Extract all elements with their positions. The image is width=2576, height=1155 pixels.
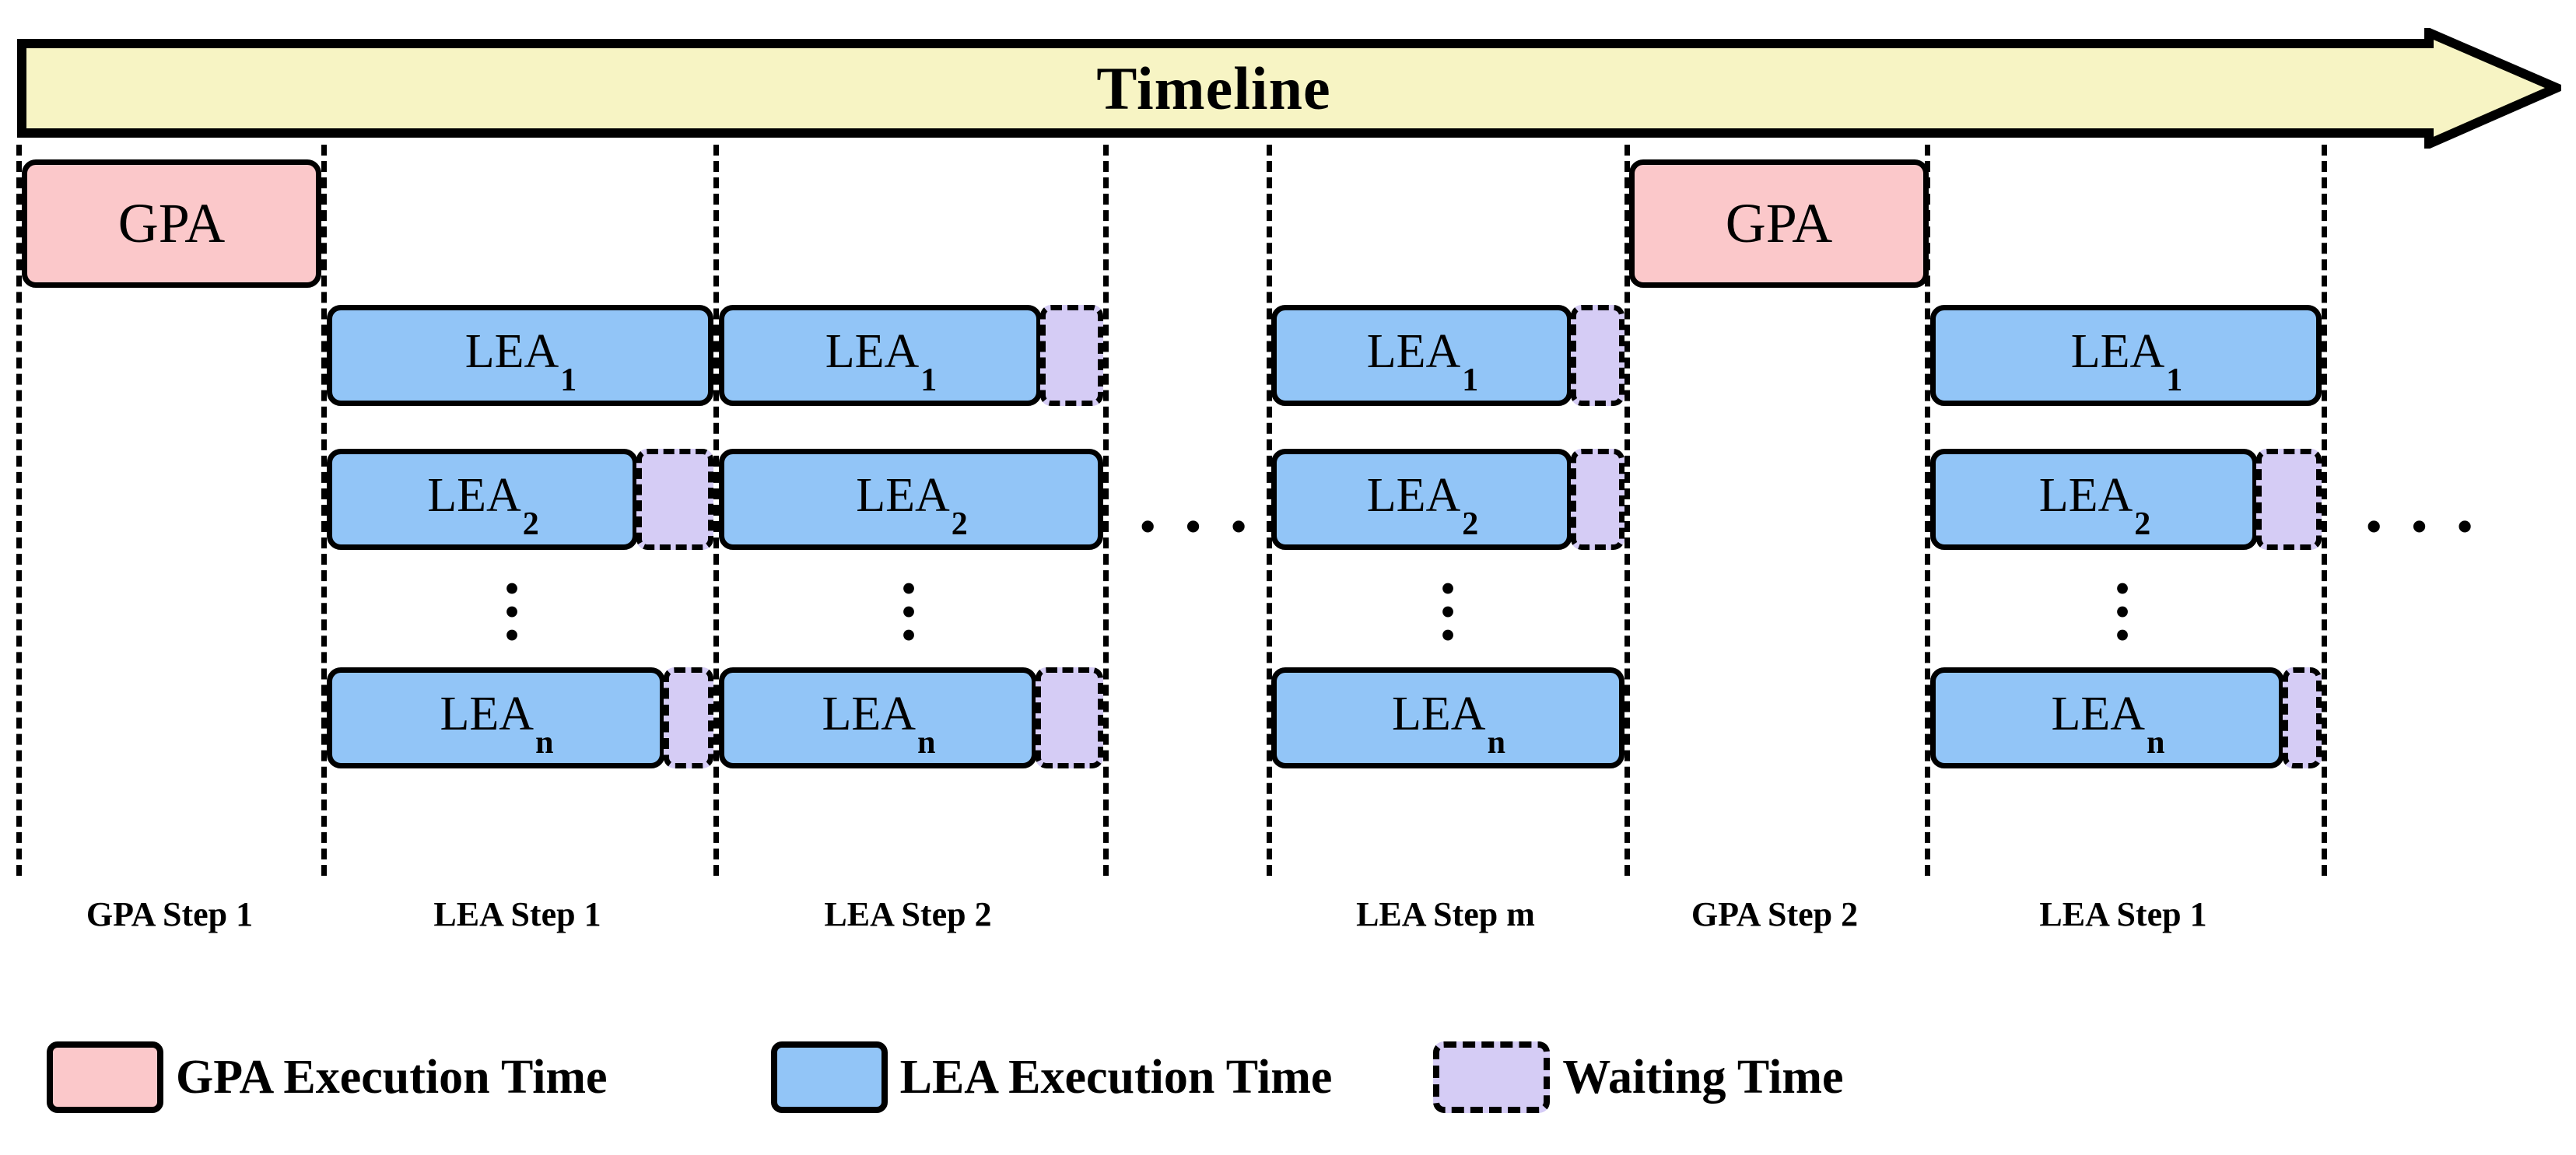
lea-subscript: 2: [2134, 506, 2151, 542]
waiting-block-s1b-r2[interactable]: [2256, 449, 2322, 550]
column-divider-0: [16, 145, 22, 876]
timeline-arrow: [17, 28, 2561, 149]
lea-block-label: LEA1: [825, 325, 938, 398]
waiting-block-s2-r1[interactable]: [1040, 305, 1103, 406]
waiting-block-sm-r2[interactable]: [1571, 449, 1624, 550]
column-divider-6: [1925, 145, 1930, 876]
step-label-gpa-step-1: GPA Step 1: [86, 895, 254, 933]
lea-block-label: LEAn: [822, 688, 936, 761]
lea-block-label: LEAn: [1392, 688, 1505, 761]
lea-block-s1b-rn[interactable]: LEAn: [1930, 667, 2284, 768]
step-label-lea-step-1: LEA Step 1: [433, 895, 601, 933]
legend-label-waiting: Waiting Time: [1562, 1050, 1844, 1104]
lea-subscript: n: [917, 724, 936, 761]
lea-block-s1b-r1[interactable]: LEA1: [1930, 305, 2322, 406]
legend-swatch-lea-icon: [770, 1041, 888, 1113]
waiting-block-s1b-rn[interactable]: [2283, 667, 2322, 768]
column-divider-1: [321, 145, 327, 876]
lea-block-label: LEA2: [1366, 469, 1479, 542]
lea-block-sm-rn[interactable]: LEAn: [1271, 667, 1624, 768]
gpa-block-label: GPA: [1725, 192, 1833, 254]
step-label-gpa-step-2: GPA Step 2: [1691, 895, 1859, 933]
lea-block-s1-r1[interactable]: LEA1: [327, 305, 713, 406]
lea-subscript: n: [2147, 724, 2165, 761]
waiting-block-s2-rn[interactable]: [1036, 667, 1103, 768]
horizontal-ellipsis-mid: • • •: [1139, 499, 1256, 554]
lea-block-s2-r1[interactable]: LEA1: [719, 305, 1042, 406]
vertical-ellipsis-s1: • • •: [503, 563, 520, 661]
step-label-lea-step-1-repeat: LEA Step 1: [2039, 895, 2207, 933]
vertical-ellipsis-s1b: • • •: [2114, 563, 2131, 661]
vertical-ellipsis-sm: • • •: [1439, 563, 1456, 661]
column-divider-2: [713, 145, 719, 876]
lea-subscript: 1: [1462, 362, 1479, 398]
step-label-lea-step-2: LEA Step 2: [824, 895, 992, 933]
waiting-block-s1-r2[interactable]: [636, 449, 713, 550]
legend: GPA Execution Time LEA Execution Time Wa…: [47, 1034, 2521, 1120]
lea-block-label: LEA2: [427, 469, 539, 542]
lea-block-label: LEAn: [2051, 688, 2165, 761]
waiting-block-sm-r1[interactable]: [1571, 305, 1624, 406]
lea-block-s1-r2[interactable]: LEA2: [327, 449, 638, 550]
lea-block-sm-r2[interactable]: LEA2: [1271, 449, 1572, 550]
lea-block-label: LEA2: [856, 469, 968, 542]
legend-swatch-waiting-icon: [1433, 1041, 1551, 1113]
lea-subscript: n: [1487, 724, 1505, 761]
legend-label-lea: LEA Execution Time: [899, 1050, 1333, 1104]
gpa-block-step-2[interactable]: GPA: [1629, 159, 1929, 288]
step-label-lea-step-m: LEA Step m: [1356, 895, 1535, 933]
lea-subscript: 1: [920, 362, 938, 398]
legend-label-gpa: GPA Execution Time: [176, 1050, 608, 1104]
lea-subscript: 1: [2166, 362, 2183, 398]
legend-swatch-gpa-icon: [47, 1041, 163, 1113]
lea-subscript: n: [535, 724, 554, 761]
waiting-block-s1-rn[interactable]: [664, 667, 713, 768]
lea-block-label: LEAn: [440, 688, 554, 761]
lea-block-s1-rn[interactable]: LEAn: [327, 667, 665, 768]
lea-block-s2-rn[interactable]: LEAn: [719, 667, 1037, 768]
lea-subscript: 2: [1462, 506, 1479, 542]
lea-block-label: LEA1: [1366, 325, 1479, 398]
column-divider-3: [1103, 145, 1109, 876]
column-divider-4: [1267, 145, 1272, 876]
lea-block-label: LEA1: [464, 325, 577, 398]
column-divider-5: [1624, 145, 1630, 876]
lea-subscript: 2: [951, 506, 968, 542]
column-divider-7: [2322, 145, 2327, 876]
lea-subscript: 2: [522, 506, 539, 542]
legend-item-lea: LEA Execution Time: [770, 1041, 1333, 1113]
lea-block-label: LEA1: [2070, 325, 2183, 398]
gpa-block-label: GPA: [117, 192, 226, 254]
gpa-block-step-1[interactable]: GPA: [22, 159, 321, 288]
lea-block-label: LEA2: [2038, 469, 2151, 542]
legend-item-waiting: Waiting Time: [1433, 1041, 1844, 1113]
lea-block-s2-r2[interactable]: LEA2: [719, 449, 1103, 550]
lea-block-sm-r1[interactable]: LEA1: [1271, 305, 1572, 406]
vertical-ellipsis-s2: • • •: [900, 563, 917, 661]
horizontal-ellipsis-end: • • •: [2365, 499, 2482, 554]
lea-subscript: 1: [560, 362, 577, 398]
lea-block-s1b-r2[interactable]: LEA2: [1930, 449, 2258, 550]
legend-item-gpa: GPA Execution Time: [47, 1041, 608, 1113]
